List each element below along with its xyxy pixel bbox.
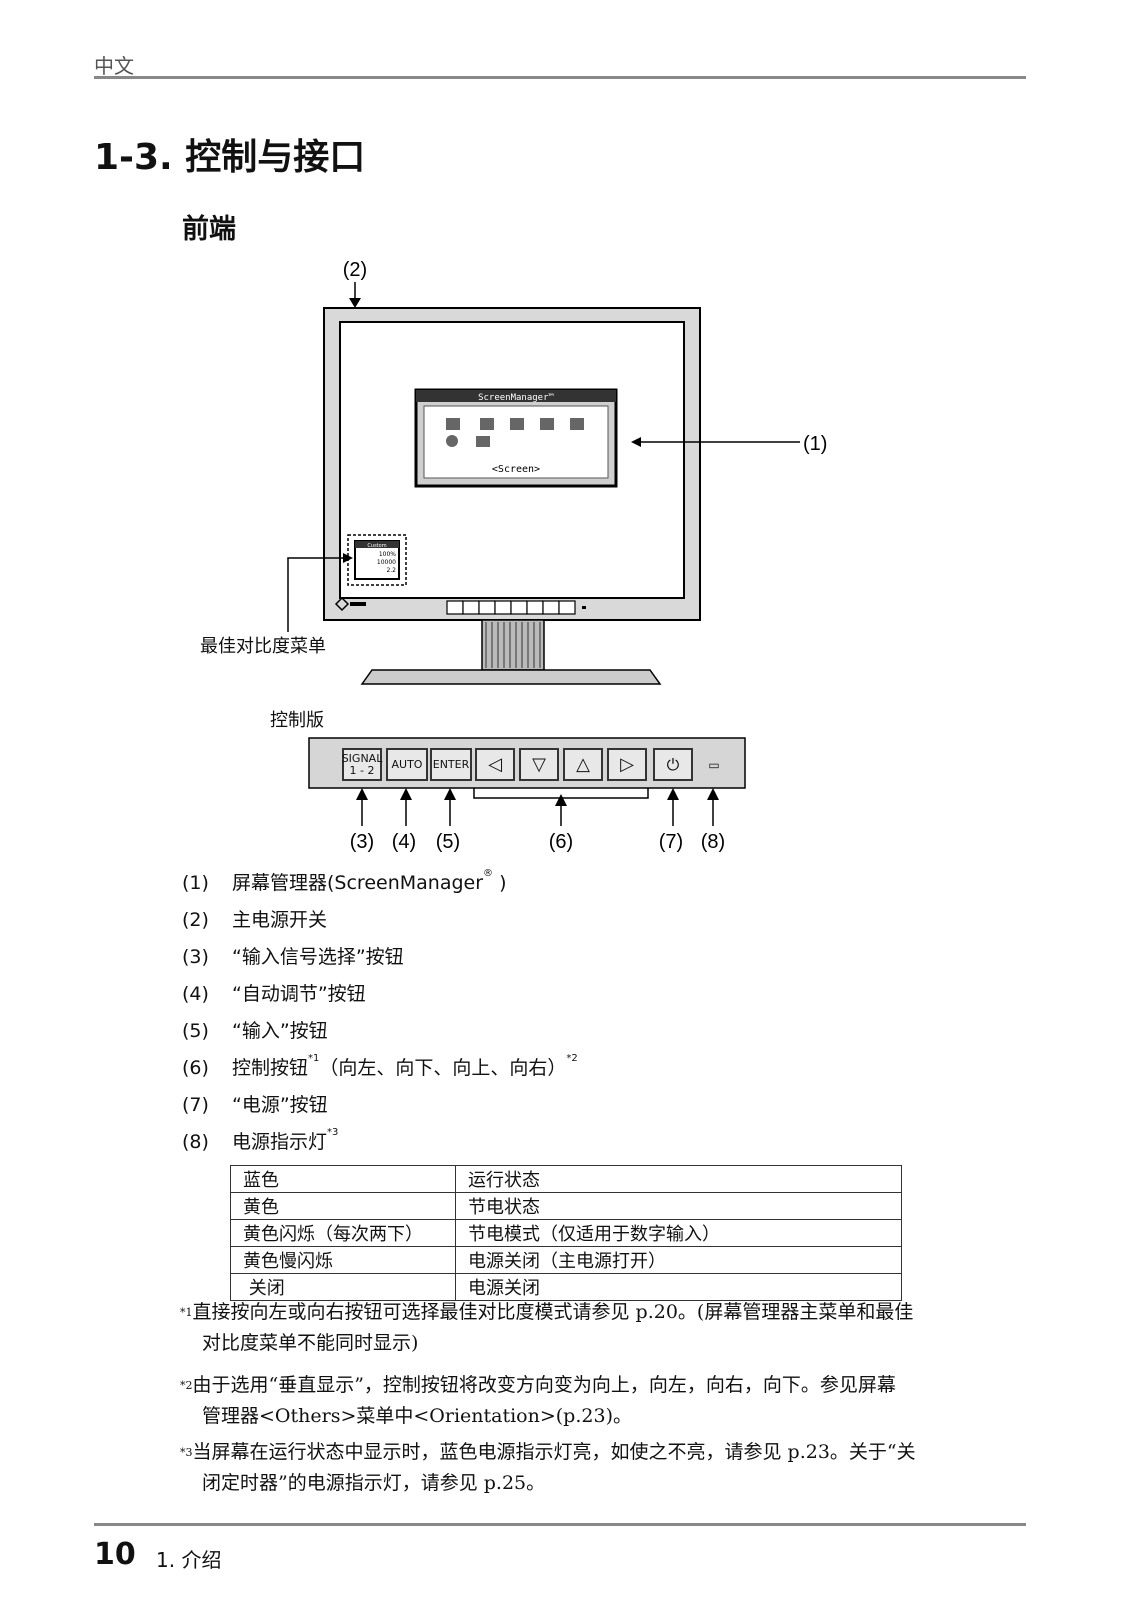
screenmanager-osd: ScreenManager™ <Screen> [414, 388, 618, 488]
footnote-2: *2由于选用“垂直显示”，控制按钮将改变方向变为向上，向左，向右，向下。参见屏幕… [180, 1374, 896, 1427]
chapter-label: 1. 介绍 [156, 1548, 222, 1572]
enter-button[interactable]: ENTER [430, 748, 472, 781]
best-contrast-menu: Custom 100% 10000 2.2 [347, 534, 407, 586]
mini-menu-row: 2.2 [386, 567, 396, 574]
up-button[interactable]: △ [563, 748, 603, 781]
mini-menu-title: Custom [367, 543, 386, 549]
table-row: 蓝色运行状态 [230, 1165, 902, 1193]
header-language: 中文 [94, 54, 134, 78]
table-row: 黄色闪烁（每次两下）节电模式（仅适用于数字输入） [230, 1219, 902, 1247]
list-item: (2)主电源开关 [182, 909, 328, 931]
table-row: 关闭电源关闭 [230, 1273, 902, 1301]
osd-header: ScreenManager™ [478, 393, 554, 403]
table-row: 黄色节电状态 [230, 1192, 902, 1220]
panel-callout-7: (7) [659, 831, 683, 853]
list-item: (7)“电源”按钮 [182, 1094, 328, 1116]
callout-2: (2) [343, 259, 367, 281]
panel-callout-8: (8) [701, 831, 725, 853]
monitor-figure: (2) ScreenManager™ <Screen> (1) Custom 1… [287, 259, 827, 853]
osd-footer: <Screen> [492, 464, 540, 475]
list-item: (1)屏幕管理器(ScreenManager® ) [182, 868, 507, 894]
list-item: (4)“自动调节”按钮 [182, 983, 366, 1005]
header-rule [94, 76, 1026, 79]
best-contrast-label: 最佳对比度菜单 [200, 636, 326, 657]
panel-callout-5: (5) [436, 831, 460, 853]
list-item: (6)控制按钮*1（向左、向下、向上、向右）*2 [182, 1053, 578, 1079]
footnote-3: *3当屏幕在运行状态中显示时，蓝色电源指示灯亮，如使之不亮，请参见 p.23。关… [180, 1441, 916, 1494]
power-indicator-table: 蓝色运行状态 黄色节电状态 黄色闪烁（每次两下）节电模式（仅适用于数字输入） 黄… [230, 1165, 902, 1301]
page-number: 10 [94, 1537, 136, 1572]
control-panel-label: 控制版 [270, 710, 324, 731]
auto-button[interactable]: AUTO [386, 748, 428, 781]
down-button[interactable]: ▽ [519, 748, 559, 781]
left-button[interactable]: ◁ [475, 748, 515, 781]
monitor-stand-base [360, 669, 662, 685]
list-item: (3)“输入信号选择”按钮 [182, 946, 404, 968]
signal-button[interactable]: SIGNAL 1 - 2 [342, 748, 382, 781]
subsection-title: 前端 [182, 214, 236, 245]
monitor-stand-neck [481, 619, 545, 671]
panel-callout-3: (3) [350, 831, 374, 853]
right-button[interactable]: ▷ [607, 748, 647, 781]
callout-1: (1) [803, 433, 827, 455]
power-indicator: ▭ [708, 757, 720, 772]
logo-icon [334, 596, 350, 612]
panel-callout-4: (4) [392, 831, 416, 853]
table-row: 黄色慢闪烁电源关闭（主电源打开） [230, 1246, 902, 1274]
footer-rule [94, 1523, 1026, 1526]
footnote-1: *1直接按向左或向右按钮可选择最佳对比度模式请参见 p.20。(屏幕管理器主菜单… [180, 1301, 914, 1354]
list-item: (8)电源指示灯*3 [182, 1127, 339, 1153]
mini-menu-row: 100% [379, 551, 396, 558]
list-item: (5)“输入”按钮 [182, 1020, 328, 1042]
mini-menu-row: 10000 [377, 559, 396, 566]
power-button[interactable]: ⏻ [653, 748, 693, 781]
panel-callout-6: (6) [549, 831, 573, 853]
section-title: 1-3. 控制与接口 [94, 137, 366, 178]
